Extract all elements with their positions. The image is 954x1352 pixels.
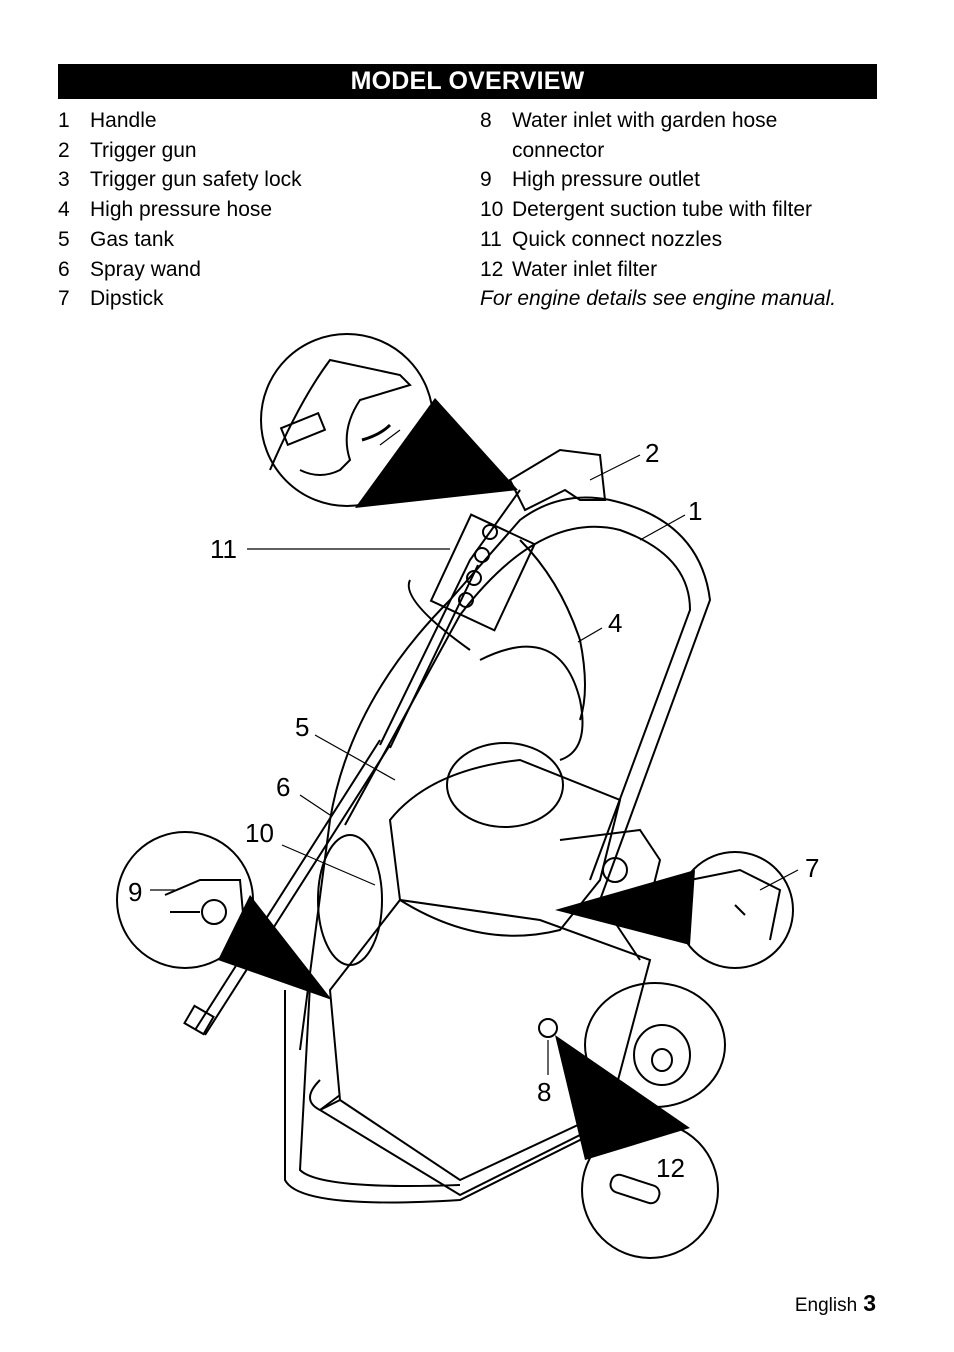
list-item: 6 Spray wand	[58, 255, 438, 285]
list-item: 8 Water inlet with garden hose connector	[480, 106, 880, 165]
nozzle-holder	[429, 513, 536, 632]
callout-10: 10	[245, 818, 274, 848]
item-number: 3	[58, 168, 70, 192]
left-wheel	[317, 834, 383, 966]
callout-9: 9	[128, 877, 142, 907]
callout-7: 7	[805, 853, 819, 883]
gas-tank-body	[328, 898, 652, 1182]
item-label: Trigger gun safety lock	[90, 168, 302, 192]
pressure-washer-diagram: 1 2 3 4 5 6 7 8 9 10 11 12	[116, 333, 819, 1259]
item-label: Water inlet with garden hose connector	[512, 109, 778, 162]
section-title: MODEL OVERVIEW	[58, 64, 877, 99]
list-item: 9 High pressure outlet	[480, 165, 880, 195]
list-item: 7 Dipstick	[58, 284, 438, 314]
list-item: 2 Trigger gun	[58, 136, 438, 166]
item-number: 1	[58, 109, 70, 132]
item-number: 12	[480, 257, 504, 281]
item-label: Water inlet filter	[512, 257, 658, 281]
callout-4: 4	[608, 608, 622, 638]
page-number: 3	[863, 1290, 876, 1316]
list-item: 11 Quick connect nozzles	[480, 225, 880, 255]
item-label: Dipstick	[90, 287, 164, 311]
callout-2: 2	[645, 438, 659, 468]
item-label: Handle	[90, 109, 157, 132]
zoom-cone-outlet	[218, 895, 332, 1000]
callout-3: 3	[408, 437, 422, 467]
item-number: 8	[480, 109, 492, 132]
footer-language: English	[794, 1295, 858, 1316]
item-label: High pressure hose	[90, 198, 273, 222]
parts-list-left: 1 Handle 2 Trigger gun 3 Trigger gun safety…	[58, 106, 438, 314]
handle-frame	[299, 496, 712, 1112]
item-number: 4	[58, 198, 70, 222]
item-number: 7	[58, 287, 70, 311]
item-label: Quick connect nozzles	[512, 227, 723, 251]
callout-5: 5	[295, 712, 309, 742]
zoom-cone-dipstick	[555, 870, 695, 945]
callout-11: 11	[210, 534, 237, 564]
item-label: Gas tank	[90, 227, 175, 251]
item-number: 11	[480, 227, 502, 251]
item-number: 6	[58, 257, 70, 281]
hose-coil	[407, 579, 584, 761]
item-number: 2	[58, 138, 70, 162]
item-number: 9	[480, 168, 492, 192]
item-label: Spray wand	[90, 257, 201, 281]
callout-12: 12	[656, 1153, 685, 1183]
item-number: 5	[58, 227, 70, 251]
callout-8: 8	[537, 1077, 551, 1107]
callout-1: 1	[688, 496, 702, 526]
list-item: 1 Handle	[58, 106, 438, 136]
item-label: Trigger gun	[90, 138, 197, 162]
spray-wand	[194, 489, 521, 1036]
engine-manual-note: For engine details see engine manual.	[480, 287, 837, 311]
zoom-cone-filter	[555, 1035, 690, 1160]
base-frame	[284, 984, 601, 1204]
list-item: 12 Water inlet filter	[480, 255, 880, 285]
list-item: 5 Gas tank	[58, 225, 438, 255]
list-item: 3 Trigger gun safety lock	[58, 165, 438, 195]
zoom-cone-trigger	[355, 398, 518, 508]
item-number: 10	[480, 198, 504, 222]
callout-6: 6	[276, 772, 290, 802]
item-label: High pressure outlet	[512, 168, 700, 192]
item-label: Detergent suction tube with filter	[512, 198, 812, 222]
list-item: 4 High pressure hose	[58, 195, 438, 225]
list-item: 10 Detergent suction tube with filter	[480, 195, 880, 225]
